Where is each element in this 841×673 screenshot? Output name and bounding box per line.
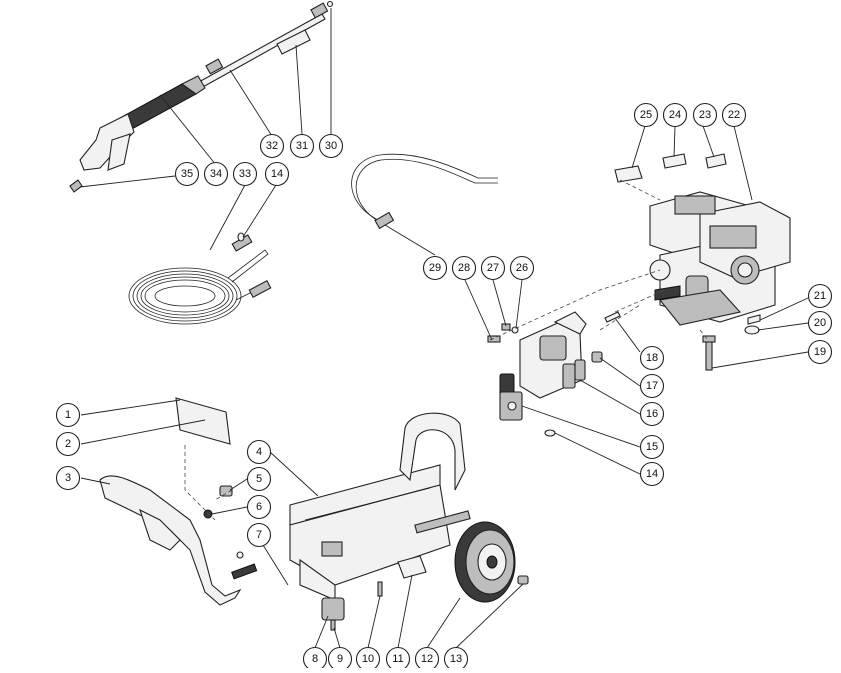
callout-33: 33 (232, 161, 258, 187)
callout-12: 12 (414, 646, 440, 672)
leader-lines (79, 8, 809, 649)
callout-14-hose: 14 (264, 161, 290, 187)
callout-5: 5 (246, 466, 272, 492)
callout-label: 28 (458, 262, 470, 274)
callout-26: 26 (509, 255, 535, 281)
callout-35: 35 (174, 161, 200, 187)
pump (499, 311, 603, 437)
callout-11: 11 (385, 646, 411, 672)
siphon-hose (351, 153, 498, 230)
callout-24: 24 (662, 102, 688, 128)
callout-22: 22 (721, 102, 747, 128)
callout-label: 16 (646, 408, 658, 420)
callout-label: 3 (65, 472, 71, 484)
callout-label: 32 (266, 140, 278, 152)
callout-label: 35 (181, 168, 193, 180)
callout-3: 3 (55, 465, 81, 491)
callout-4: 4 (246, 439, 272, 465)
callout-13: 13 (443, 646, 469, 672)
callout-25: 25 (633, 102, 659, 128)
spray-gun (69, 75, 206, 193)
high-pressure-hose (128, 234, 272, 325)
callout-2: 2 (55, 431, 81, 457)
wheel-decal (397, 555, 427, 579)
callout-28: 28 (451, 255, 477, 281)
callout-label: 34 (210, 168, 222, 180)
callout-20: 20 (807, 310, 833, 336)
callout-label: 6 (256, 501, 262, 513)
engine-bolts (702, 314, 761, 371)
callout-label: 25 (640, 109, 652, 121)
rubber-foot (321, 597, 345, 631)
callout-label: 2 (65, 438, 71, 450)
callout-15: 15 (639, 434, 665, 460)
callout-label: 9 (337, 653, 343, 665)
wheel (454, 521, 529, 603)
callout-label: 31 (296, 140, 308, 152)
callout-label: 11 (392, 653, 403, 665)
callout-label: 14 (646, 468, 658, 480)
callout-17: 17 (639, 373, 665, 399)
callout-9: 9 (327, 646, 353, 672)
callout-label: 19 (814, 346, 826, 358)
callout-19: 19 (807, 339, 833, 365)
handle-knobs (203, 485, 244, 559)
callout-34: 34 (203, 161, 229, 187)
callout-1: 1 (55, 402, 81, 428)
callout-label: 21 (814, 290, 826, 302)
callout-16: 16 (639, 401, 665, 427)
callout-label: 24 (669, 109, 681, 121)
wand-label-decal (276, 29, 311, 55)
assembly-lines (184, 179, 709, 521)
callout-21: 21 (807, 283, 833, 309)
callout-31: 31 (289, 133, 315, 159)
callout-label: 29 (429, 262, 441, 274)
callout-label: 4 (256, 446, 262, 458)
callout-30: 30 (318, 133, 344, 159)
hose-oring (237, 232, 245, 242)
callout-6: 6 (246, 494, 272, 520)
callout-label: 17 (646, 380, 658, 392)
callout-label: 20 (814, 317, 826, 329)
callout-label: 22 (728, 109, 740, 121)
callout-label: 26 (516, 262, 528, 274)
frame-bolt (377, 581, 383, 597)
callout-18: 18 (639, 345, 665, 371)
spray-wand (187, 0, 334, 94)
callout-label: 1 (65, 409, 71, 421)
pump-fittings (487, 311, 621, 343)
callout-7: 7 (246, 522, 272, 548)
callout-label: 27 (487, 262, 499, 274)
callout-29: 29 (422, 255, 448, 281)
engine-decals (614, 153, 727, 183)
callout-10: 10 (355, 646, 381, 672)
front-handle (99, 475, 258, 606)
engine (649, 191, 791, 326)
callout-14-pump: 14 (639, 461, 665, 487)
callout-label: 33 (239, 168, 251, 180)
callout-label: 15 (646, 441, 658, 453)
callout-23: 23 (692, 102, 718, 128)
frame-handle (289, 412, 471, 601)
callout-label: 7 (256, 529, 262, 541)
frame-decal (175, 397, 231, 445)
callout-27: 27 (480, 255, 506, 281)
callout-8: 8 (302, 646, 328, 672)
callout-label: 13 (450, 653, 462, 665)
callout-label: 14 (271, 168, 283, 180)
callout-label: 10 (362, 653, 374, 665)
callout-label: 12 (421, 653, 433, 665)
callout-label: 18 (646, 352, 658, 364)
callout-32: 32 (259, 133, 285, 159)
callout-label: 23 (699, 109, 711, 121)
callout-label: 8 (312, 653, 318, 665)
callout-label: 30 (325, 140, 337, 152)
callout-label: 5 (256, 473, 262, 485)
